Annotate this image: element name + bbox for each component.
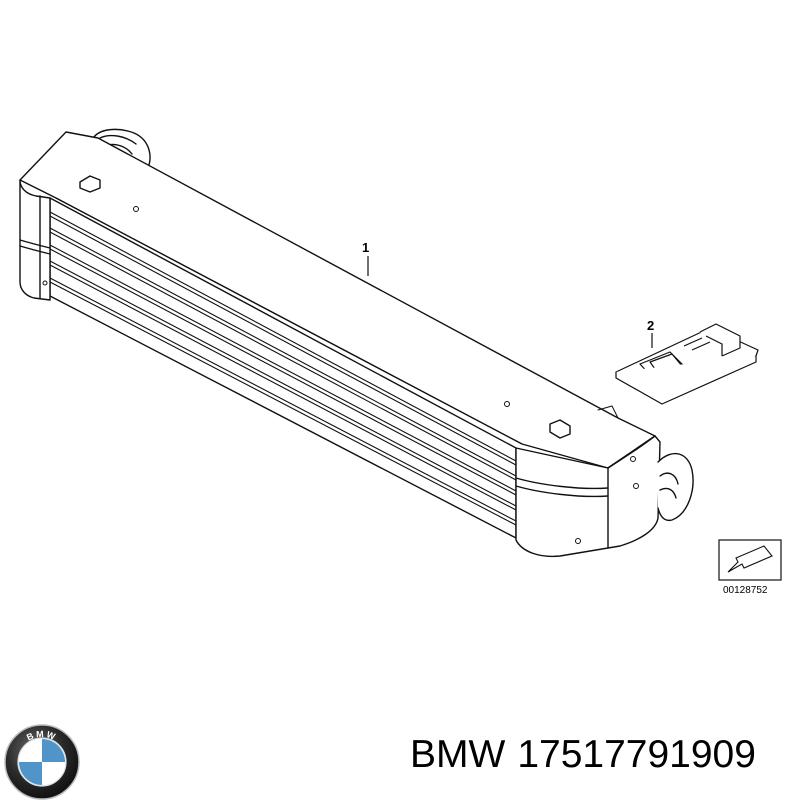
brand-part-caption: BMW 17517791909: [410, 735, 756, 774]
callout-label-1: 1: [362, 240, 369, 255]
diagram-number: 00128752: [723, 585, 768, 596]
fastener-holes: [42, 206, 639, 544]
cooling-fins: [49, 211, 517, 526]
intercooler-drawing: [19, 128, 694, 558]
callout-label-2: 2: [647, 318, 654, 333]
right-pipe-outlet: [657, 452, 694, 522]
logo-letters: BMW: [25, 729, 58, 743]
brand-name: BMW: [410, 733, 506, 776]
bracket-drawing: [615, 323, 759, 405]
diagram-reference-symbol: 00128752: [718, 539, 782, 596]
arrow-icon: [727, 545, 773, 573]
mounting-tab-left: [79, 175, 101, 193]
mounting-tab-right: [549, 419, 571, 439]
bmw-logo-icon: BMW: [4, 724, 80, 800]
part-number: 17517791909: [517, 733, 756, 776]
left-end-tank: [19, 179, 51, 301]
